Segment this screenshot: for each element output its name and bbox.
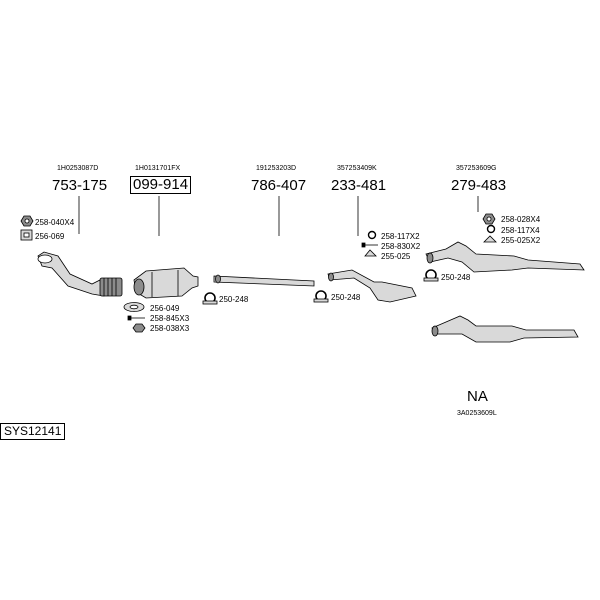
oem-number-1: 1H0253087D xyxy=(57,165,99,172)
part-number-5[interactable]: 279-483 xyxy=(451,177,507,194)
system-code: SYS12141 xyxy=(0,423,66,440)
part-number-1[interactable]: 753-175 xyxy=(52,177,108,194)
rear-silencer-part xyxy=(425,241,585,273)
acc-label-3a[interactable]: 250-248 xyxy=(219,295,249,304)
acc-label-4c[interactable]: 255-025 xyxy=(381,252,411,261)
hex-nut-icon xyxy=(132,323,146,333)
oem-number-5: 357253609G xyxy=(456,165,497,172)
part-number-3[interactable]: 786-407 xyxy=(251,177,307,194)
oem-number-2: 1H0131701FX xyxy=(135,165,181,172)
oem-number-4: 357253409K xyxy=(337,165,377,172)
acc-label-4a[interactable]: 258-117X2 xyxy=(381,232,420,241)
catalytic-converter-part xyxy=(133,267,199,299)
rear-silencer-alt-part xyxy=(431,315,579,343)
acc-label-4d[interactable]: 250-248 xyxy=(331,293,361,302)
acc-label-2b[interactable]: 258-845X3 xyxy=(150,314,190,323)
front-pipe-part xyxy=(37,251,123,297)
hanger-icon xyxy=(483,235,497,243)
acc-label-5a[interactable]: 258-028X4 xyxy=(501,215,541,224)
acc-label-2c[interactable]: 258-038X3 xyxy=(150,324,190,333)
center-silencer-part xyxy=(327,269,417,303)
acc-label-5b[interactable]: 258-117X4 xyxy=(501,226,540,235)
acc-label-5c[interactable]: 255-025X2 xyxy=(501,236,541,245)
acc-label-2a[interactable]: 256-049 xyxy=(150,304,180,313)
part-number-2[interactable]: 099-914 xyxy=(130,176,192,194)
middle-pipe-part xyxy=(213,274,315,287)
acc-label-4b[interactable]: 258-830X2 xyxy=(381,242,421,251)
ring-icon xyxy=(367,230,377,240)
part-number-4[interactable]: 233-481 xyxy=(331,177,387,194)
oem-number-6: 3A0253609L xyxy=(457,410,497,417)
acc-label-1b[interactable]: 256-069 xyxy=(35,232,65,241)
acc-label-1a[interactable]: 258-040X4 xyxy=(35,218,75,227)
ring-icon xyxy=(486,224,496,234)
hanger-icon xyxy=(364,249,377,257)
part-number-6[interactable]: NA xyxy=(467,388,488,405)
oem-number-3: 191253203D xyxy=(256,165,297,172)
acc-label-5d[interactable]: 250-248 xyxy=(441,273,471,282)
